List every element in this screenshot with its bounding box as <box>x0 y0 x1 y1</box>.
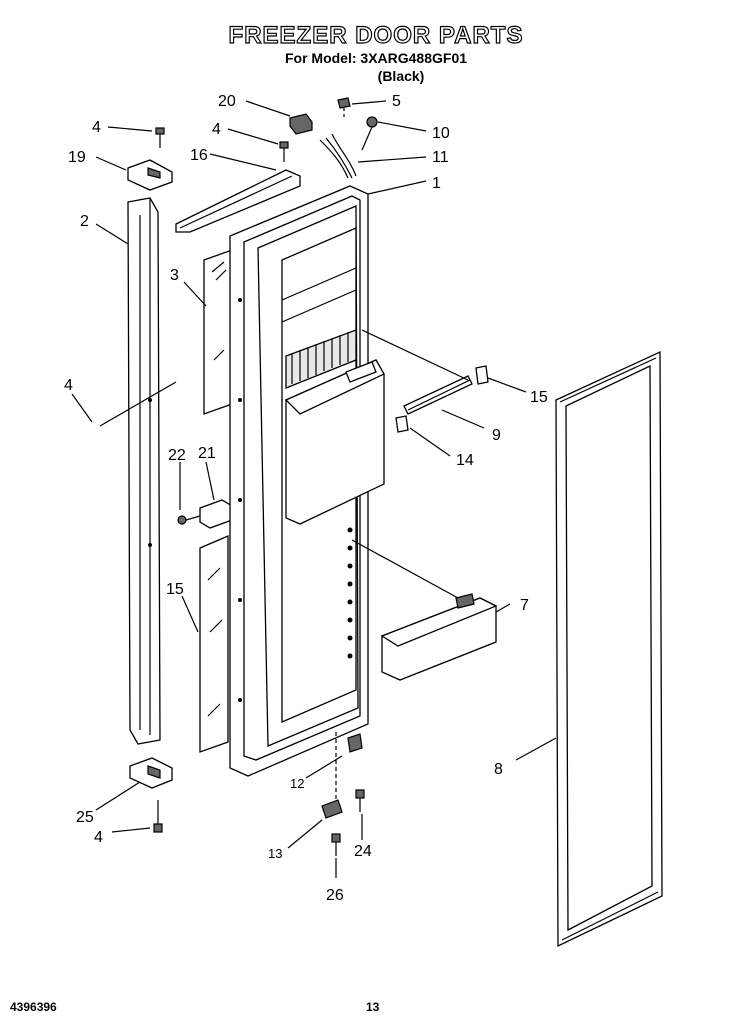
dispenser-chute <box>284 359 385 525</box>
part-freezer-door <box>229 185 385 777</box>
callout: 1 <box>432 175 441 192</box>
callout: 21 <box>198 445 216 462</box>
leader-lines <box>71 100 557 878</box>
part-connector <box>289 113 313 135</box>
part-lower-panel <box>199 535 229 753</box>
part-screw-10 <box>361 116 378 151</box>
callout: 4 <box>94 829 103 846</box>
part-gasket <box>555 350 663 948</box>
part-screw-19 <box>279 141 289 162</box>
part-trim-strip <box>127 197 161 745</box>
art-number: 4396396 <box>10 1000 57 1014</box>
callout: 13 <box>268 846 282 861</box>
callout: 2 <box>80 213 89 230</box>
part-block-24 <box>199 499 233 529</box>
callout: 10 <box>432 125 450 142</box>
callout: 15 <box>166 581 184 598</box>
callout: 11 <box>432 149 449 166</box>
callout: 15 <box>530 389 548 406</box>
callout: 22 <box>168 447 186 464</box>
callout: 3 <box>170 267 179 284</box>
part-block-14 <box>321 799 343 819</box>
callout: 4 <box>92 119 101 136</box>
model-line: For Model: 3XARG488GF01 <box>284 50 468 66</box>
part-screw-25 <box>177 515 201 525</box>
part-bottom-hinge <box>129 757 173 789</box>
callout: 24 <box>354 843 372 860</box>
callout-labels: 4 19 16 4 20 5 10 11 1 2 3 4 22 21 15 15… <box>64 93 548 904</box>
callout: 9 <box>492 427 501 444</box>
callout: 4 <box>64 377 73 394</box>
part-bottom-pin <box>335 732 363 800</box>
callout: 16 <box>190 147 208 164</box>
dispenser-grille <box>285 329 357 389</box>
part-screw-13 <box>331 833 341 856</box>
part-screw-top <box>155 127 165 148</box>
part-plug <box>337 97 351 120</box>
diagram-title: FREEZER DOOR PARTS <box>228 21 524 49</box>
callout: 7 <box>520 597 529 614</box>
callout: 26 <box>326 887 344 904</box>
part-top-hinge <box>127 159 173 191</box>
color-line: (Black) <box>377 68 425 84</box>
part-upper-panel <box>203 249 233 415</box>
callout: 14 <box>456 452 474 469</box>
callout: 12 <box>290 776 304 791</box>
page-number: 13 <box>366 1000 380 1014</box>
callout: 25 <box>76 809 94 826</box>
callout: 4 <box>212 121 221 138</box>
part-rail <box>403 375 473 415</box>
callout: 20 <box>218 93 236 110</box>
part-clip-lower <box>395 415 409 433</box>
callout: 5 <box>392 93 401 110</box>
part-wire-harness <box>319 133 357 179</box>
callout: 8 <box>494 761 503 778</box>
part-clip-upper <box>475 365 489 385</box>
part-top-channel <box>175 169 301 233</box>
part-door-bin <box>380 593 498 681</box>
callout: 19 <box>68 149 86 166</box>
part-screw-bottom <box>153 800 163 833</box>
part-screw-21 <box>355 789 365 812</box>
